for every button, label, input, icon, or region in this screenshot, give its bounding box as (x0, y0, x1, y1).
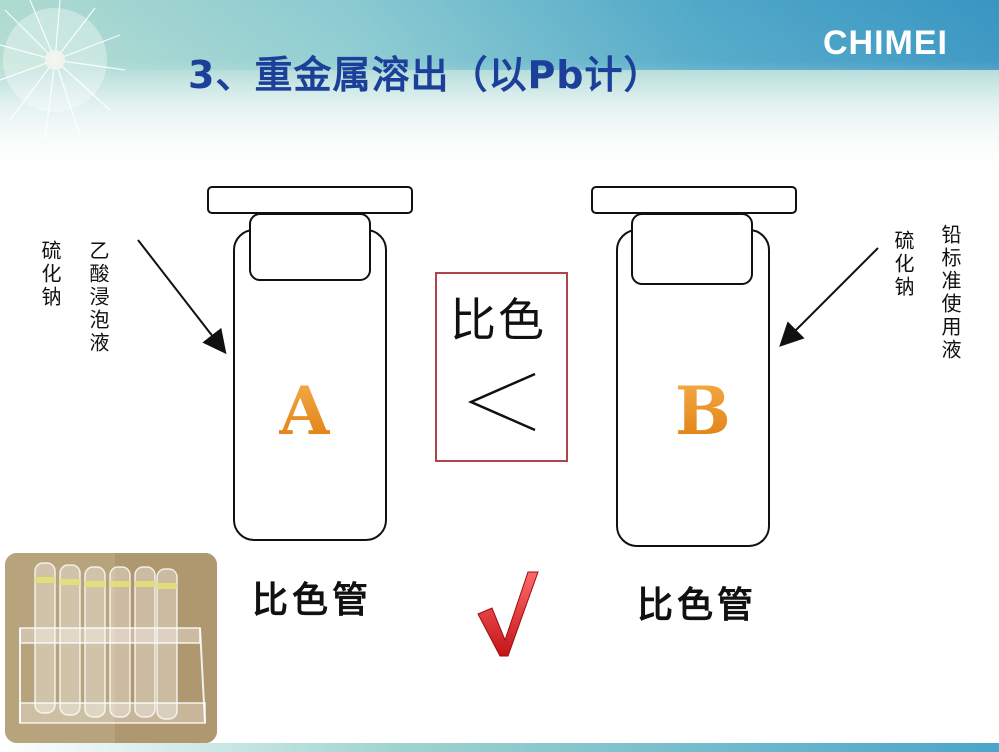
arrow-icon (779, 247, 879, 347)
arrow-icon (137, 239, 227, 355)
less-than-symbol: < (465, 370, 536, 432)
tube-b-letter: B (675, 372, 731, 450)
header-band (0, 0, 999, 70)
dandelion-icon (0, 0, 126, 141)
left-tube-label-1: 硫化钠 (38, 240, 62, 309)
comparison-label: 比色 (450, 293, 546, 347)
slide-title: 3、重金属溶出（以Pb计） (188, 53, 663, 97)
less-than-text: < (465, 370, 466, 371)
right-tube-label-1: 硫化钠 (891, 230, 915, 299)
right-tube-label-2: 铅标准使用液 (938, 224, 962, 362)
tube-a-letter: A (279, 372, 331, 450)
tube-b-caption: 比色管 (637, 585, 758, 626)
tube-a-caption: 比色管 (252, 580, 373, 621)
header-fade (0, 60, 999, 175)
tube-rack-photo (5, 553, 217, 743)
bottom-bar (0, 743, 999, 752)
check-mark-icon (477, 571, 539, 657)
tube-b (591, 186, 797, 547)
tube-a (207, 186, 413, 541)
left-tube-label-2: 乙酸浸泡液 (86, 240, 110, 355)
comparison-box (435, 272, 568, 462)
brand-logo: CHIMEI (823, 24, 948, 62)
tube-rack-illustration (5, 553, 217, 743)
